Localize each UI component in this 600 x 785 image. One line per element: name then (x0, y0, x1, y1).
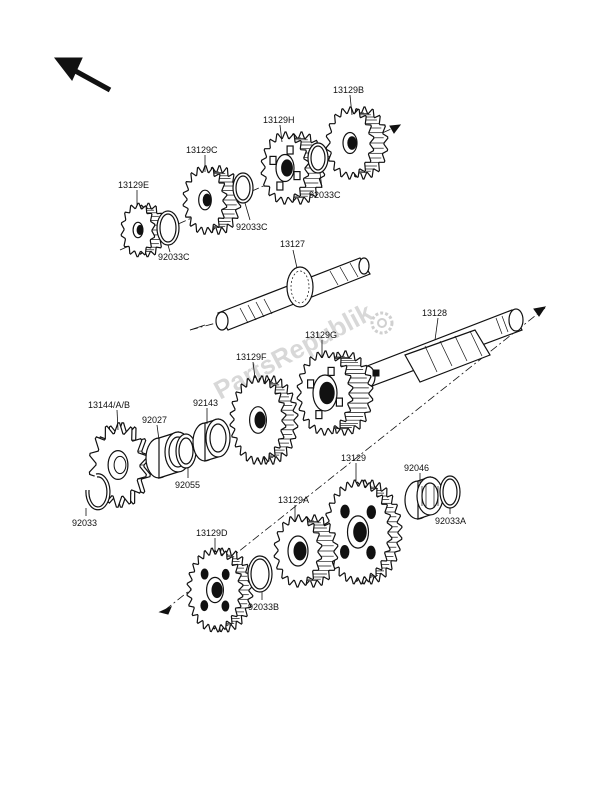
label-13129: 13129 (341, 453, 366, 463)
leader-lines (85, 94, 451, 600)
label-13129A: 13129A (278, 495, 309, 505)
circlip-92033 (85, 473, 111, 511)
label-92033A: 92033A (435, 516, 466, 526)
output-shaft-13127 (215, 257, 371, 331)
label-13129F: 13129F (236, 352, 267, 362)
watermark-gear-icon (370, 311, 394, 335)
input-shaft-13128 (358, 308, 524, 389)
label-13129G: 13129G (305, 330, 337, 340)
gear-13129C (182, 165, 242, 235)
label-13129D: 13129D (196, 528, 228, 538)
circlip-92033C-b (232, 172, 254, 204)
gear-13129E (120, 202, 166, 258)
gear-13129A (273, 514, 339, 588)
label-92033C-c: 92033C (309, 190, 341, 200)
circlip-92033C-a (156, 210, 180, 246)
needle-bearing-92046 (404, 476, 444, 520)
label-92046: 92046 (404, 463, 429, 473)
label-13128: 13128 (422, 308, 447, 318)
label-13129C: 13129C (186, 145, 218, 155)
gear-13129D (186, 547, 254, 633)
washer-92055 (175, 433, 197, 469)
label-13129H: 13129H (263, 115, 295, 125)
label-92055: 92055 (175, 480, 200, 490)
gear-13129G (296, 350, 374, 436)
circlip-92033C-c (307, 142, 329, 174)
label-13144-A-B: 13144/A/B (88, 400, 130, 410)
label-92033: 92033 (72, 518, 97, 528)
gear-13129 (323, 479, 403, 585)
collar-92143 (192, 418, 231, 462)
gear-13129F (229, 375, 299, 465)
circlip-92033A (439, 475, 461, 509)
label-13129E: 13129E (118, 180, 149, 190)
gear-group (88, 106, 403, 633)
main-axis-arrow-icon (533, 306, 547, 317)
label-92033C-b: 92033C (236, 222, 268, 232)
circlip-92033B (247, 555, 273, 593)
label-92143: 92143 (193, 398, 218, 408)
label-13127: 13127 (280, 239, 305, 249)
gear-13129B (325, 106, 389, 180)
label-13129B: 13129B (333, 85, 364, 95)
upper-axis-arrow-icon (389, 124, 402, 134)
part-labels: 13129B 13129H 13129C 13129E 92033C 92033… (72, 85, 466, 612)
label-92033C-a: 92033C (158, 252, 190, 262)
label-92033B: 92033B (248, 602, 279, 612)
label-92027: 92027 (142, 415, 167, 425)
front-direction-arrow-icon (53, 57, 112, 93)
